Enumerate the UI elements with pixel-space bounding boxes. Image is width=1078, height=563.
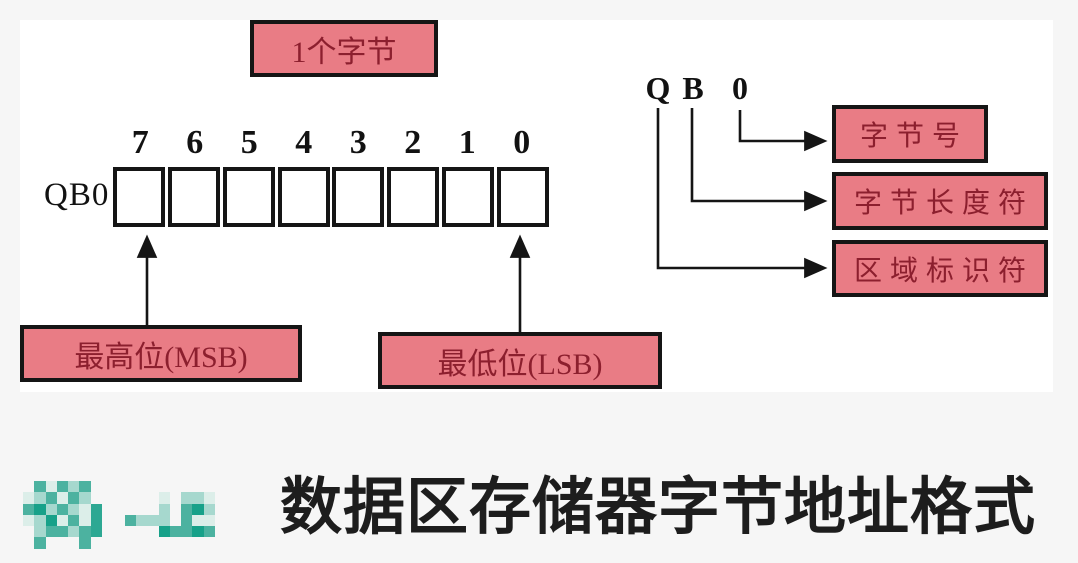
bit-label-2: 2	[404, 124, 422, 161]
bit-label-3: 3	[349, 124, 367, 161]
figure-caption: 数据区存储器字节地址格式	[280, 473, 1037, 542]
bit-cell-2	[387, 167, 440, 227]
register-name-label: QB0	[44, 177, 110, 213]
address-letter-q: Q	[645, 70, 671, 106]
bit-label-7: 7	[131, 124, 149, 161]
bit-cell-7	[113, 167, 165, 227]
bit-cell-0	[496, 167, 549, 227]
figure-number-pixelated-mosaic	[23, 481, 216, 549]
bit-number-row: 7 6 5 4 3 2 1 0	[113, 124, 549, 162]
lsb-label: 最低位(LSB)	[437, 347, 603, 381]
bit-label-0: 0	[513, 124, 531, 161]
one-byte-label: 1个字节	[291, 35, 397, 69]
bit-cell-3	[332, 167, 385, 227]
area-identifier-label: 区域标识符	[853, 255, 1034, 287]
byte-length-box: 字节长度符	[832, 172, 1048, 230]
address-letter-b: B	[682, 70, 704, 106]
byte-number-label: 字节号	[859, 121, 968, 152]
byte-number-box: 字节号	[832, 105, 988, 163]
msb-box: 最高位(MSB)	[20, 325, 302, 382]
byte-length-label: 字节长度符	[853, 188, 1034, 219]
area-identifier-box: 区域标识符	[832, 240, 1048, 297]
byte-cell-row	[113, 167, 549, 227]
address-letter-0: 0	[732, 70, 748, 106]
bit-label-1: 1	[458, 124, 476, 161]
bit-label-6: 6	[186, 124, 204, 161]
one-byte-box: 1个字节	[250, 20, 438, 77]
bit-cell-6	[167, 167, 220, 227]
bit-cell-4	[277, 167, 330, 227]
bit-label-4: 4	[295, 124, 313, 161]
bit-cell-1	[442, 167, 495, 227]
msb-label: 最高位(MSB)	[74, 340, 248, 374]
lsb-box: 最低位(LSB)	[378, 332, 662, 389]
bit-cell-5	[222, 167, 275, 227]
bit-label-5: 5	[240, 124, 258, 161]
